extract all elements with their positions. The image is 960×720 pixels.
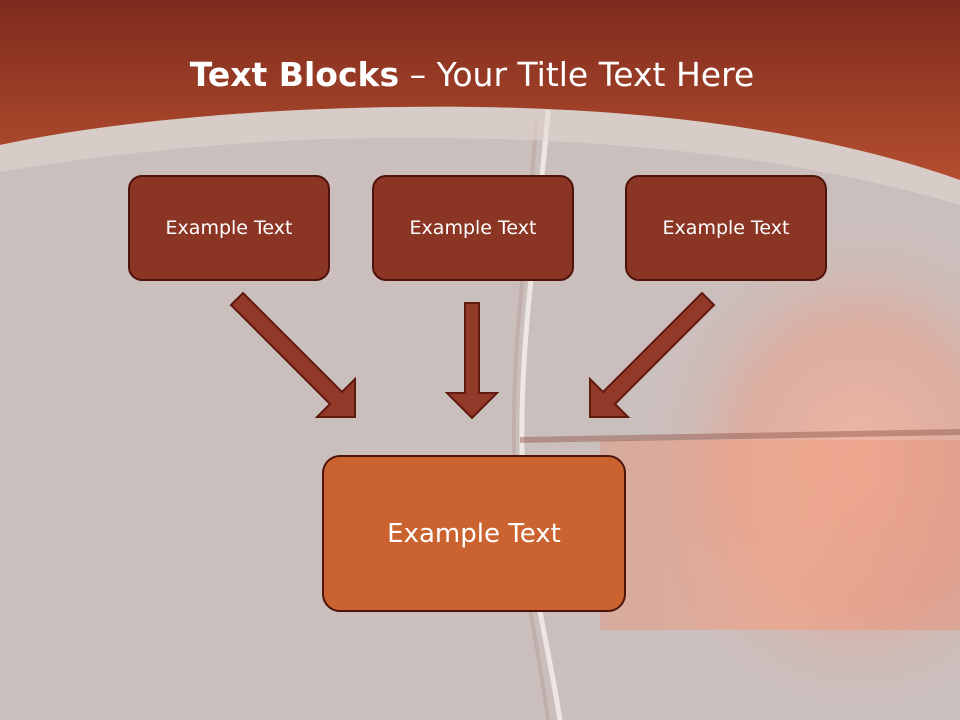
text-block-top-center: Example Text bbox=[372, 175, 574, 281]
arrow-right-down-left bbox=[589, 291, 716, 418]
text-block-bottom: Example Text bbox=[322, 455, 626, 612]
title-bold-part: Text Blocks bbox=[189, 55, 400, 94]
slide-title: Text Blocks – Your Title Text Here bbox=[0, 52, 944, 98]
text-block-top-right: Example Text bbox=[625, 175, 827, 281]
arrow-center-down bbox=[444, 302, 500, 420]
title-rest: Your Title Text Here bbox=[436, 55, 755, 94]
text-block-top-left: Example Text bbox=[128, 175, 330, 281]
arrow-left-down-right bbox=[229, 291, 356, 418]
title-separator: – bbox=[399, 55, 437, 94]
